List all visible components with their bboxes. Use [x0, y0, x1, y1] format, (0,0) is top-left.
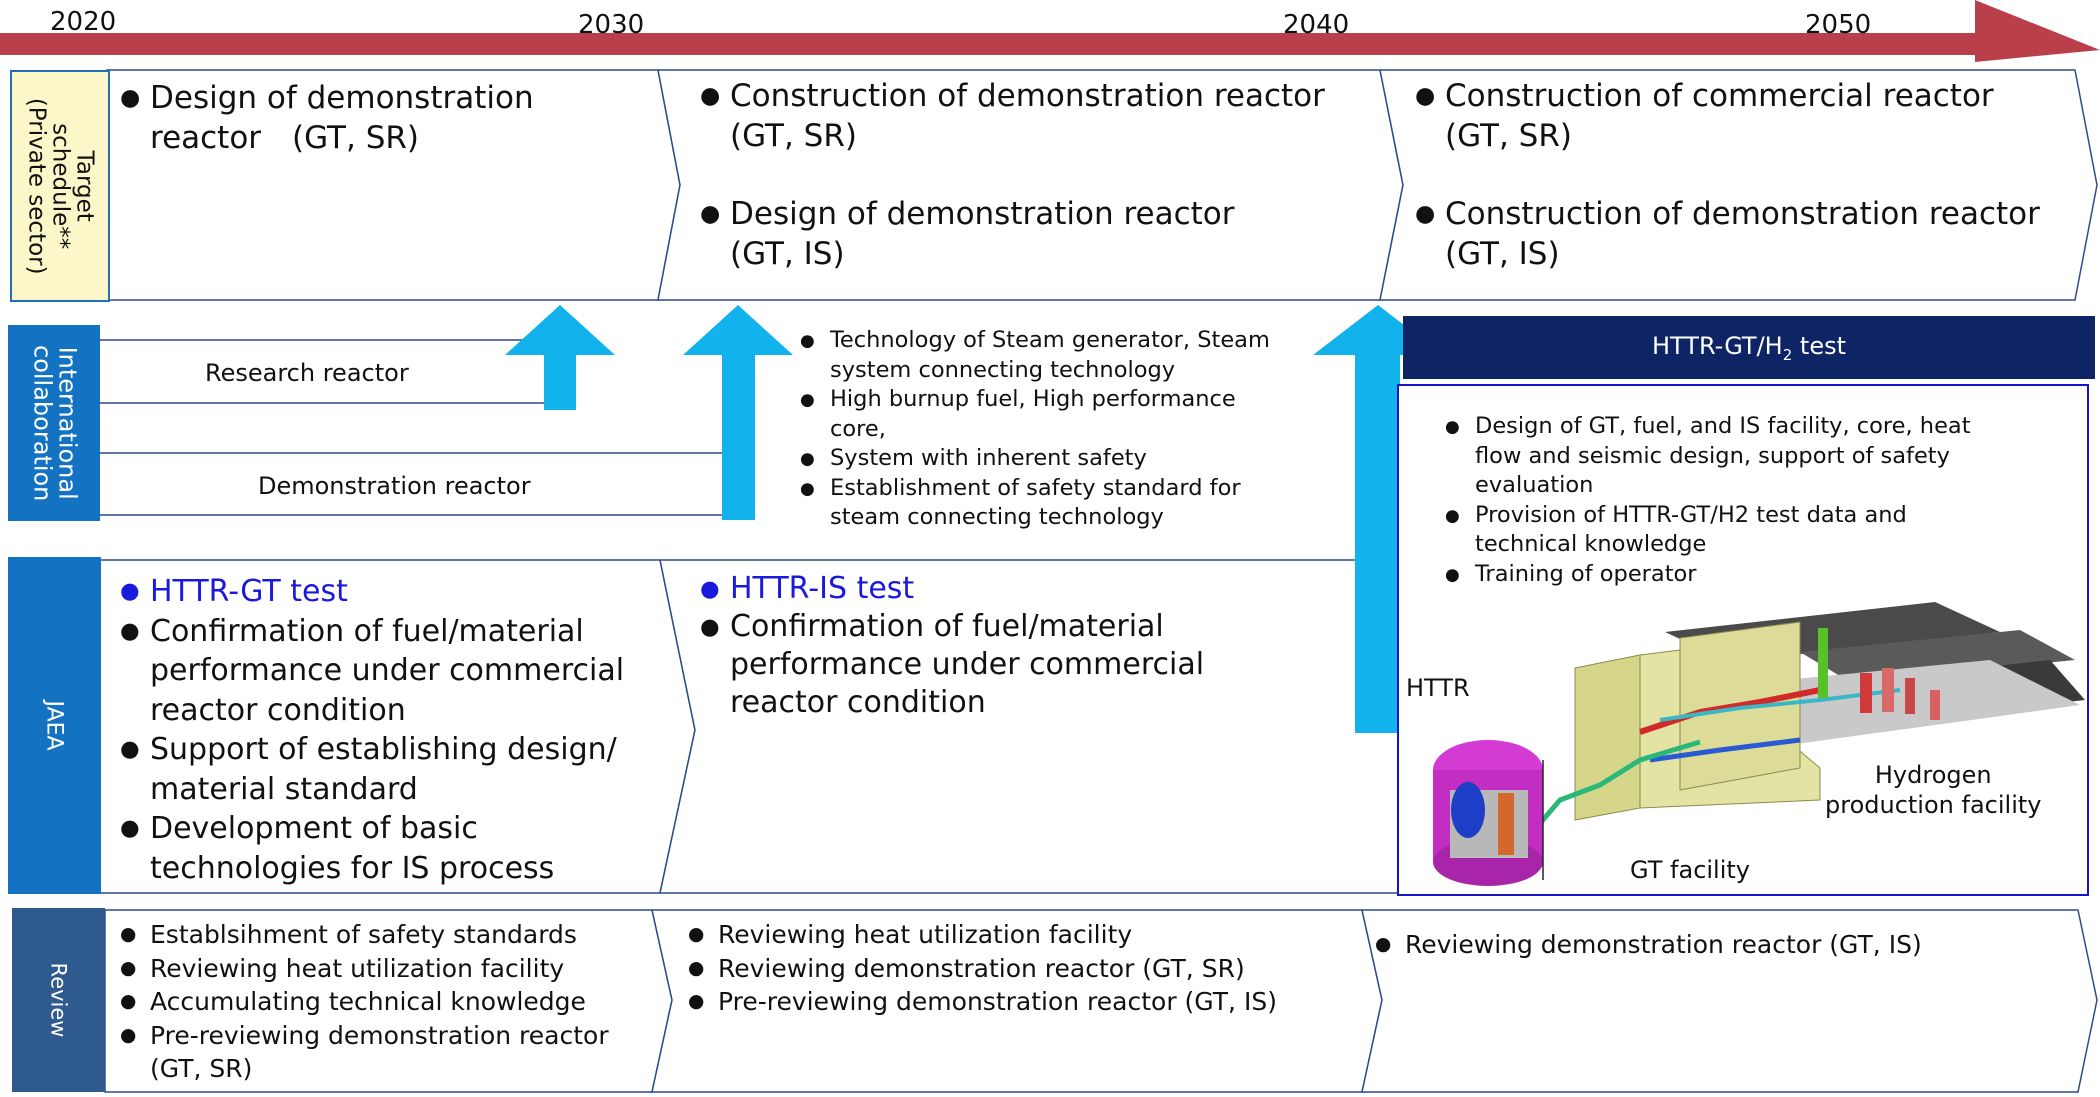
review-col1-item: Pre-reviewing demonstration reactor (GT,… [120, 1019, 660, 1086]
review-col2-item: Reviewing heat utilization facility [688, 918, 1368, 952]
httr-panel-header: HTTR-GT/H2 test [1403, 316, 2095, 379]
target-col3: Construction of commercial reactor (GT, … [1415, 76, 2085, 274]
row-label-review-text: Review [46, 962, 71, 1038]
up-arrow-demonstration-reactor [683, 305, 793, 520]
year-2040: 2040 [1283, 10, 1350, 40]
httr-panel-title-main: HTTR-GT/H [1652, 331, 1783, 360]
tech-item: High burnup fuel, High performance core, [800, 385, 1360, 444]
target-col2-item: Construction of demonstration reactor (G… [700, 76, 1380, 156]
tech-item: System with inherent safety [800, 444, 1360, 474]
httr-panel-title-sub: 2 [1782, 345, 1793, 364]
year-2030: 2030 [578, 10, 645, 40]
timeline-arrow [0, 0, 2100, 62]
hydrogen-tank-2 [1882, 668, 1894, 712]
plant-illustration [1433, 602, 2085, 886]
jaea-col1-item: Confirmation of fuel/material performanc… [120, 612, 660, 731]
jaea-col1: HTTR-GT test Confirmation of fuel/materi… [120, 572, 660, 888]
row-label-jaea: JAEA [8, 557, 101, 894]
httr-panel-item: Design of GT, fuel, and IS facility, cor… [1445, 412, 2065, 501]
international-tech-list: Technology of Steam generator, Steam sys… [800, 326, 1360, 533]
httr-panel-title-tail: test [1792, 331, 1846, 360]
httr-panel-list: Design of GT, fuel, and IS facility, cor… [1445, 412, 2065, 589]
row-label-international-text: International collaboration [28, 344, 82, 502]
review-col1-item: Reviewing heat utilization facility [120, 952, 660, 986]
hydrogen-tank-4 [1930, 690, 1940, 720]
tech-item: Establishment of safety standard for ste… [800, 474, 1360, 533]
review-col1-item: Establsihment of safety standards [120, 918, 660, 952]
hydrogen-facility-label: Hydrogen production facility [1825, 761, 2042, 819]
demonstration-reactor-label: Demonstration reactor [258, 472, 531, 500]
review-col3: Reviewing demonstration reactor (GT, IS) [1375, 928, 2075, 962]
target-col3-item: Construction of commercial reactor (GT, … [1415, 76, 2085, 156]
jaea-col2-heading: HTTR-IS test [700, 570, 1300, 608]
tech-item: Technology of Steam generator, Steam sys… [800, 326, 1360, 385]
hydrogen-column-green [1818, 628, 1828, 698]
httr-panel-item: Provision of HTTR-GT/H2 test data and te… [1445, 501, 2065, 560]
target-col1-item: Design of demonstration reactor (GT, SR) [120, 78, 650, 158]
target-col3-item: Construction of demonstration reactor (G… [1415, 194, 2085, 274]
jaea-col1-item: Support of establishing design/ material… [120, 730, 660, 809]
building-roof-mid [1800, 630, 2075, 682]
year-2020: 2020 [50, 7, 117, 37]
plant-wall-left [1574, 654, 1641, 821]
year-2050: 2050 [1805, 10, 1872, 40]
review-col2-item: Pre-reviewing demonstration reactor (GT,… [688, 985, 1368, 1019]
reactor-heat-exchanger [1498, 793, 1514, 855]
httr-panel-title: HTTR-GT/H2 test [1652, 332, 1846, 364]
hydrogen-tank-3 [1905, 678, 1915, 714]
plant-pipes-red [1639, 687, 1821, 735]
gt-facility-label: GT facility [1630, 856, 1750, 884]
review-col1: Establsihment of safety standards Review… [120, 918, 660, 1086]
plant-pipes-blue [1649, 737, 1801, 763]
target-col2: Construction of demonstration reactor (G… [700, 76, 1380, 274]
review-col2: Reviewing heat utilization facility Revi… [688, 918, 1368, 1019]
row-label-international: International collaboration [8, 325, 100, 521]
row-label-jaea-text: JAEA [42, 700, 68, 751]
jaea-col1-item: Development of basic technologies for IS… [120, 809, 660, 888]
jaea-col1-heading: HTTR-GT test [120, 572, 660, 612]
row-label-review: Review [12, 908, 105, 1092]
httr-panel-item: Training of operator [1445, 560, 2065, 590]
review-col1-item: Accumulating technical knowledge [120, 985, 660, 1019]
httr-label: HTTR [1406, 674, 1470, 702]
plant-pipes-green [1528, 739, 1701, 837]
review-col2-item: Reviewing demonstration reactor (GT, SR) [688, 952, 1368, 986]
jaea-col2-item: Confirmation of fuel/material performanc… [700, 608, 1300, 722]
reactor-core [1451, 782, 1485, 838]
up-arrow-httr-test [1313, 305, 1443, 733]
research-reactor-label: Research reactor [205, 359, 409, 387]
target-col2-item: Design of demonstration reactor (GT, IS) [700, 194, 1380, 274]
target-col1: Design of demonstration reactor (GT, SR) [120, 78, 650, 158]
jaea-col2: HTTR-IS test Confirmation of fuel/materi… [700, 570, 1300, 722]
row-label-target: Target schedule** (Private sector) [10, 70, 110, 302]
hydrogen-tank-1 [1860, 673, 1872, 713]
row-label-target-text: Target schedule** (Private sector) [22, 97, 98, 275]
up-arrow-research-reactor [505, 305, 615, 410]
review-col3-item: Reviewing demonstration reactor (GT, IS) [1375, 928, 2075, 962]
